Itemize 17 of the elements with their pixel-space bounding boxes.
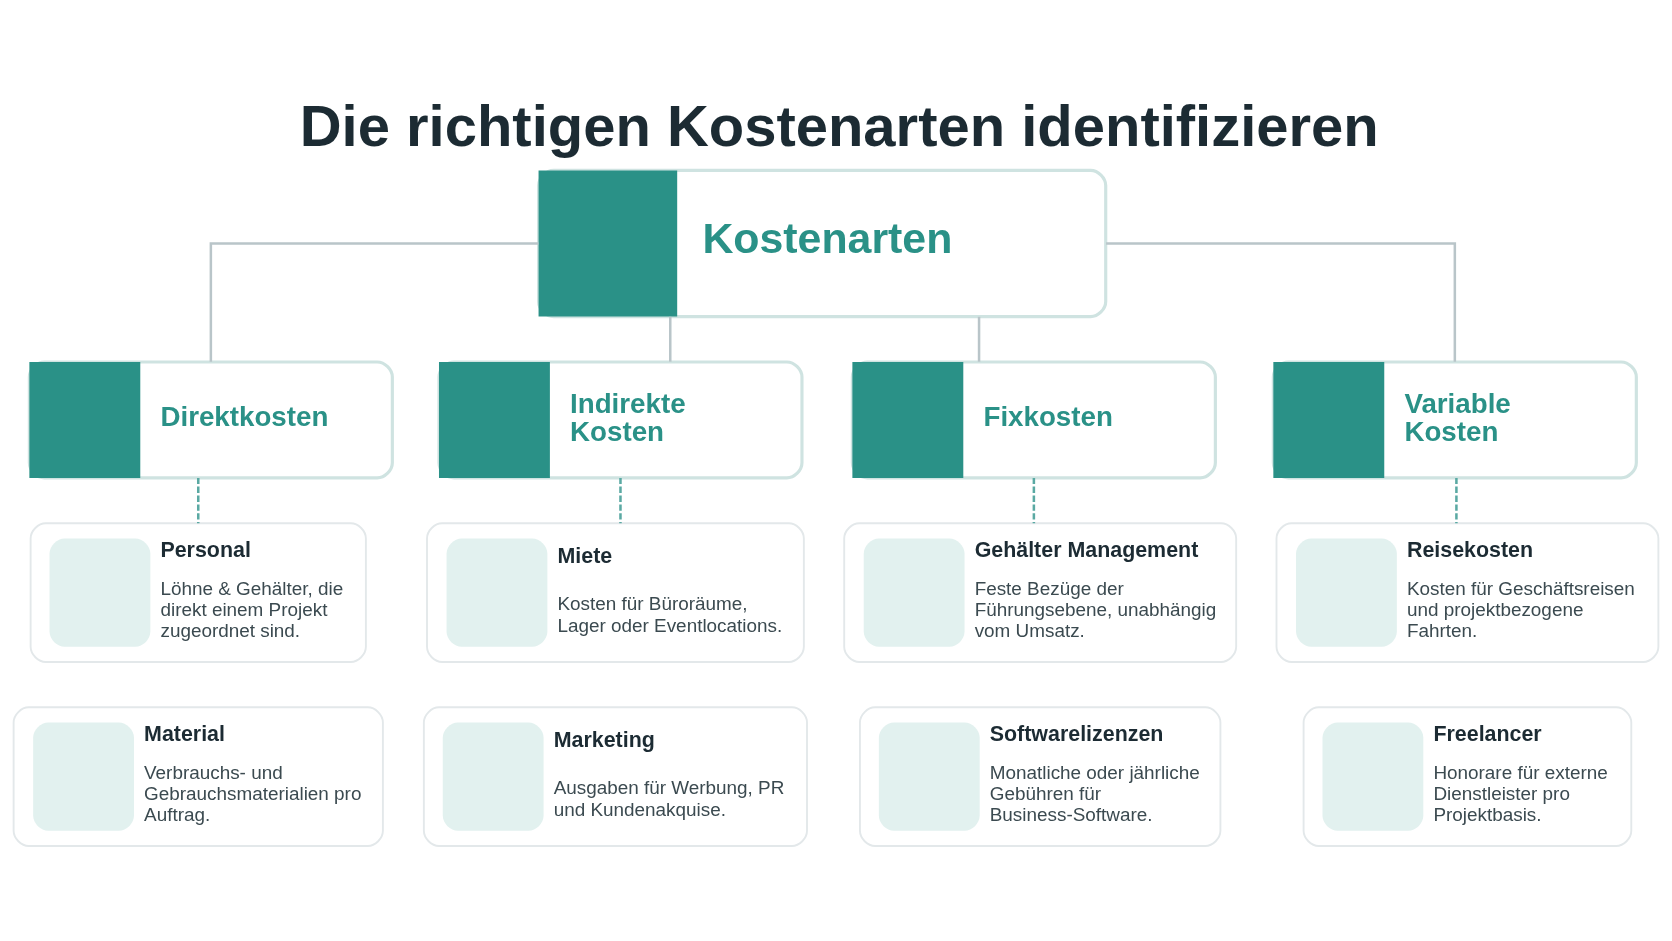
node-box: Softwarelizenzen Monatliche oder jährliche Gebühren für Business-Software.	[859, 705, 1222, 847]
connector	[197, 477, 200, 523]
connector	[1455, 477, 1458, 523]
connector	[977, 316, 981, 362]
node-box: Miete Kosten für Büroräume, Lager oder Eventlocations.	[426, 521, 805, 663]
node-box: Freelancer Honorare für externe Dienstleister pro Projektbasis.	[1302, 705, 1633, 847]
connector	[1106, 241, 1457, 362]
connector	[1032, 477, 1036, 523]
node-box: Personal Löhne & Gehälter, die direkt einem Projekt zugeordnet sind.	[29, 521, 367, 663]
node-box: Material Verbrauchs- und Gebrauchsmaterialien pro Auftrag.	[12, 705, 384, 847]
diagram-title: Die richtigen Kostenarten identifizieren	[299, 93, 1379, 158]
node-box: Reisekosten Kosten für Geschäftsreisen und projektbezogene Fahrten.	[1275, 521, 1660, 663]
connector	[209, 241, 539, 362]
node-box: Gehälter Management Feste Bezüge der Führungsebene, unabhängig vom Umsatz.	[843, 521, 1238, 663]
connector	[669, 316, 672, 362]
node-box: Marketing Ausgaben für Werbung, PR und Kundenakquise.	[422, 705, 808, 847]
connector	[619, 477, 622, 523]
